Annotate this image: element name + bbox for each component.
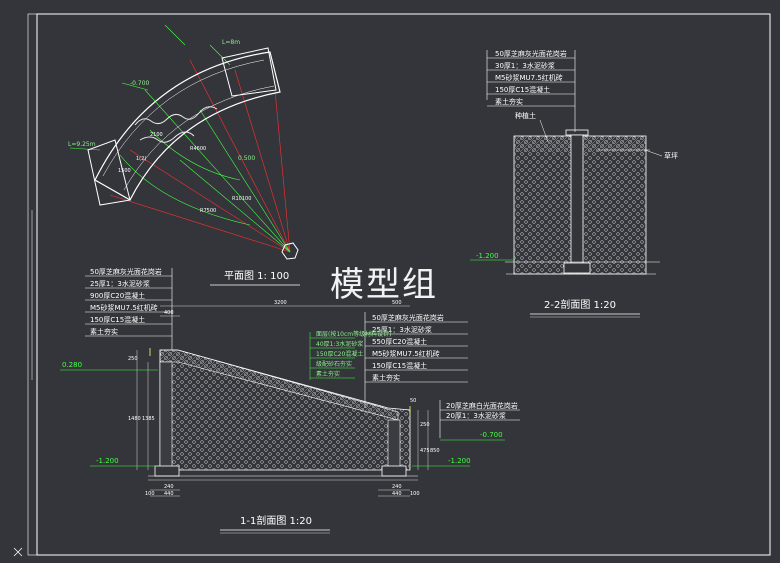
s11-mid-note-4: 级配砂石夯实 [316,360,352,368]
watermark: 模型组 [330,265,438,305]
s11-left-layer-5: 150厚C15混凝土 [90,315,145,324]
s11-left-layer-3: 900厚C20混凝土 [90,291,145,300]
s11-left-layer-1: 50厚芝麻灰光面花岗岩 [90,267,162,276]
s11-dim-left-d: 250 [128,356,138,362]
plan-dim-f: 1(2) [136,156,146,162]
s11-dim-bot-l3: 100 [145,491,155,497]
s22-layer-4: 150厚C15混凝土 [495,85,550,94]
s11-level-right-step: -0.700 [480,431,503,439]
s11-left-layer-2: 25厚1：3水泥砂浆 [90,279,150,288]
s11-title: 1-1剖面图 1:20 [240,514,312,527]
s22-left-note: 种植土 [515,111,536,120]
plan-dim-c: R4600 [190,146,206,152]
s11-dim-top-right: 500 [392,300,402,306]
plan-title: 平面图 1: 100 [224,270,289,282]
s11-right-layer-1: 50厚芝麻灰光面花岗岩 [372,313,444,322]
s22-layer-1: 50厚芝麻灰光面花岗岩 [495,49,567,58]
s22-layer-5: 素土夯实 [495,97,523,106]
s22-right-note: 草坪 [664,151,678,160]
s11-bottom-layer-2: 20厚1：3水泥砂浆 [446,411,506,420]
plan-view: -0.700 L=9.25m L=8m 0.500 R7500 R10100 R… [68,24,300,286]
plan-dim-b: R10100 [232,196,251,202]
section-1-1: 50厚芝麻灰光面花岗岩 25厚1：3水泥砂浆 900厚C20混凝土 M5砂浆MU… [60,267,520,534]
s22-level: -1.200 [476,252,499,260]
plan-dim-d: 1500 [118,168,131,174]
sheet-border [13,13,771,557]
s11-dim-left-c: 1385 [142,416,155,422]
s11-mid-note-2: 40厚1:3水泥砂浆 [316,340,363,348]
s11-bottom-layer-1: 20厚芝麻白光面花岗岩 [446,401,518,410]
s11-dim-bot-l2: 440 [164,491,174,497]
s11-mid-note-5: 素土夯实 [316,370,340,378]
s11-dim-left-b: 1480 [128,416,141,422]
s11-level-bottom-right: -1.200 [448,457,471,465]
s11-right-layer-5: 150厚C15混凝土 [372,361,427,370]
s11-dim-right-b: 475 [420,448,430,454]
s11-dim-right-a: 250 [420,422,430,428]
plan-dim-a: R7500 [200,208,216,214]
s11-mid-note-1: 面层(按10cm等级材料设计) [316,330,391,338]
s22-layer-3: M5砂浆MU7.5红机砖 [495,73,563,82]
section-2-2: 50厚芝麻灰光面花岗岩 30厚1：3水泥砂浆 M5砂浆MU7.5红机砖 150厚… [470,49,678,318]
s11-dim-bot-r2: 440 [392,491,402,497]
s11-dim-bot-r1: 240 [392,484,402,490]
s11-level-bottom-left: -1.200 [96,457,119,465]
s11-dim-top: 3200 [274,300,287,306]
close-icon [13,547,23,557]
s11-right-layer-2: 25厚1：3水泥砂浆 [372,325,432,334]
s11-dim-bot-l1: 240 [164,484,174,490]
plan-level-a: -0.700 [130,80,150,87]
s11-left-layer-4: M5砂浆MU7.5红机砖 [90,303,158,312]
s11-level-top-left: 0.280 [62,361,82,369]
s11-mid-note-3: 150厚C20混凝土 [316,350,363,358]
s11-right-layer-4: M5砂浆MU7.5红机砖 [372,349,440,358]
plan-radius-2: L=8m [222,39,240,46]
s22-layer-2: 30厚1：3水泥砂浆 [495,61,555,70]
plan-dim-e: 2100 [150,132,163,138]
s22-title: 2-2剖面图 1:20 [544,298,616,311]
s11-left-layer-6: 素土夯实 [90,327,118,336]
s11-right-layer-3: 550厚C20混凝土 [372,337,427,346]
s11-dim-right-d: 50 [410,398,416,404]
s11-right-layer-6: 素土夯实 [372,373,400,382]
s11-dim-right-c: 850 [430,448,440,454]
s11-dim-left-a: 400 [164,310,174,316]
s11-dim-bot-r3: 100 [410,491,420,497]
plan-radius-1: L=9.25m [68,141,96,148]
plan-level-b: 0.500 [238,155,255,162]
